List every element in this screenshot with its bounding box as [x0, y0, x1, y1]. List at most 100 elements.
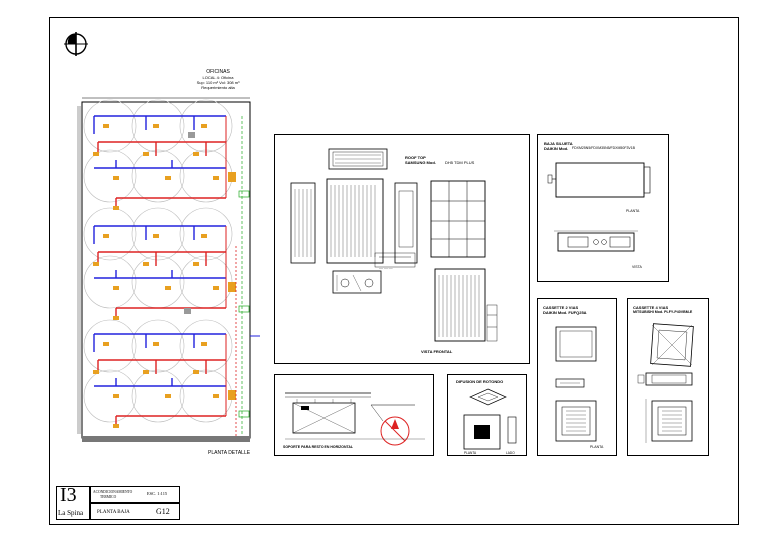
drawing-scale: ESC. 1:115 — [147, 491, 168, 496]
diffuser-unit — [153, 124, 159, 128]
drawing-frame — [49, 17, 739, 525]
sheet-number: G12 — [156, 507, 170, 516]
diffuser-unit — [165, 176, 171, 180]
client-name: La Spina — [58, 509, 84, 517]
diffusion-circle — [83, 369, 137, 423]
plan-header-title: OFICINAS — [206, 69, 230, 75]
cassette4-panel: CASSETTE 4 VIAS MITSUBISHI Mod. PLFY-P40… — [627, 298, 709, 456]
rooftop-caption: VISTA FRONTAL — [421, 349, 453, 354]
sheet-code: I3 — [60, 484, 77, 506]
diffuser-unit — [93, 370, 99, 374]
cassette4-model: MITSUBISHI Mod. PLFY-P40VBM-E — [633, 310, 693, 314]
difusion-title: DIFUSION DE ROTONDO — [456, 379, 504, 384]
diffuser-unit — [103, 124, 109, 128]
diffuser-unit — [193, 262, 199, 266]
svg-text:---- ---- ----: ---- ---- ---- — [379, 266, 393, 270]
cassette2-title: CASSETTE 2 VIAS — [543, 305, 579, 310]
baja-drawings — [547, 162, 651, 252]
supply-duct — [94, 270, 226, 279]
baja-label-bottom: VISTA — [632, 265, 642, 269]
diffusion-circles — [83, 99, 233, 423]
diffuser-unit — [165, 394, 171, 398]
diffusion-circle — [131, 149, 185, 203]
diffuser-unit — [153, 342, 159, 346]
air-handler — [228, 282, 236, 292]
supply-duct — [94, 378, 226, 387]
diffuser-unit — [213, 394, 219, 398]
supply-duct — [94, 160, 226, 169]
diffusion-circle — [131, 255, 185, 309]
diffuser-unit — [93, 262, 99, 266]
cassette2-label: PLANTA — [590, 445, 604, 449]
diffuser-unit — [143, 262, 149, 266]
cassette4-drawings — [637, 323, 694, 443]
diffuser-unit — [165, 286, 171, 290]
baja-silueta-panel: BAJA SILUETA DAIKIN Mod. FDXM25N5/FDXM35… — [537, 134, 669, 282]
equipment-box — [188, 132, 195, 138]
plan-header: OFICINAS LOCAL 4: Oficina Sup: 110 m² Vo… — [188, 69, 248, 91]
return-duct — [115, 307, 226, 320]
baja-brand: DAIKIN Mod. — [544, 146, 569, 151]
diffusion-circle — [83, 255, 137, 309]
duct-network — [93, 115, 227, 428]
cassette2-panel: CASSETTE 2 VIAS DAIKIN Mod. FUFQ25A PLAN… — [537, 298, 617, 456]
diffusion-circle — [179, 369, 233, 423]
diffuser-unit — [143, 152, 149, 156]
diffuser-unit — [201, 124, 207, 128]
diffuser-unit — [113, 424, 119, 428]
diffuser-unit — [201, 342, 207, 346]
diffuser-unit — [113, 394, 119, 398]
plan-header-line: LOCAL 4: Oficina — [202, 75, 234, 80]
plan-header-line: Sup: 110 m² Vol: 308 m³ — [196, 80, 240, 85]
rooftop-drawings: ---- ---- ---- — [290, 148, 498, 342]
diffusion-circle — [131, 99, 185, 153]
equipment-box — [184, 308, 191, 314]
cassette2-model: DAIKIN Mod. FUFQ25A — [543, 310, 587, 315]
return-duct — [97, 251, 226, 266]
section-detail-panel: SOPORTE PARA RESTO EN HORIZONTAL — [274, 374, 434, 456]
diffusion-circle — [131, 207, 185, 261]
diffuser-unit — [213, 176, 219, 180]
diffuser-unit — [113, 316, 119, 320]
return-duct — [97, 359, 226, 374]
diffusion-circle — [131, 369, 185, 423]
return-duct — [97, 141, 226, 156]
difusion-drawings — [463, 388, 517, 450]
rooftop-brand: SAMSUNG Mod. — [405, 160, 436, 165]
diffusion-circle — [83, 207, 137, 261]
diffuser-unit — [103, 234, 109, 238]
difusion-label-left: PLANTA — [464, 451, 477, 455]
baja-title: BAJA SILUETA — [544, 141, 573, 146]
air-handler — [228, 390, 236, 400]
cassette2-drawings — [555, 326, 597, 442]
diffusion-circle — [83, 99, 137, 153]
air-handler — [228, 172, 236, 182]
diffuser-unit — [93, 152, 99, 156]
project-line-1: ACONDICIONAMIENTO — [93, 490, 133, 494]
difusion-panel: DIFUSION DE ROTONDO PLANTA LADO — [447, 374, 527, 456]
supply-duct — [93, 115, 226, 134]
diffuser-unit — [193, 152, 199, 156]
project-line-2: TERMICO — [100, 495, 117, 499]
rooftop-title: ROOF TOP — [405, 155, 426, 160]
diffusion-circle — [131, 319, 185, 373]
diffuser-unit — [113, 176, 119, 180]
diffuser-unit — [103, 342, 109, 346]
diffusion-circle — [83, 149, 137, 203]
difusion-label-right: LADO — [506, 451, 515, 455]
plan-header-line: Requerimiento alta — [201, 85, 235, 90]
plan-caption: PLANTA DETALLE — [208, 450, 251, 456]
diffuser-units — [93, 124, 236, 428]
diffuser-unit — [143, 370, 149, 374]
section-drawings — [285, 392, 425, 446]
diffuser-unit — [153, 234, 159, 238]
title-block-code-cell — [56, 486, 90, 520]
rooftop-panel: ROOF TOP SAMSUNG Mod. DH5 TDM PLUS — [274, 134, 530, 364]
rooftop-model: DH5 TDM PLUS — [445, 160, 475, 165]
sheet-name: PLANTA BAJA — [97, 510, 130, 515]
baja-label-top: PLANTA — [626, 209, 640, 213]
bottom-wall — [82, 436, 250, 442]
diffuser-unit — [193, 370, 199, 374]
supply-duct — [93, 225, 226, 244]
baja-model: FDXM25N5/FDXM35N5/FDXM50F3V1B — [572, 146, 636, 150]
